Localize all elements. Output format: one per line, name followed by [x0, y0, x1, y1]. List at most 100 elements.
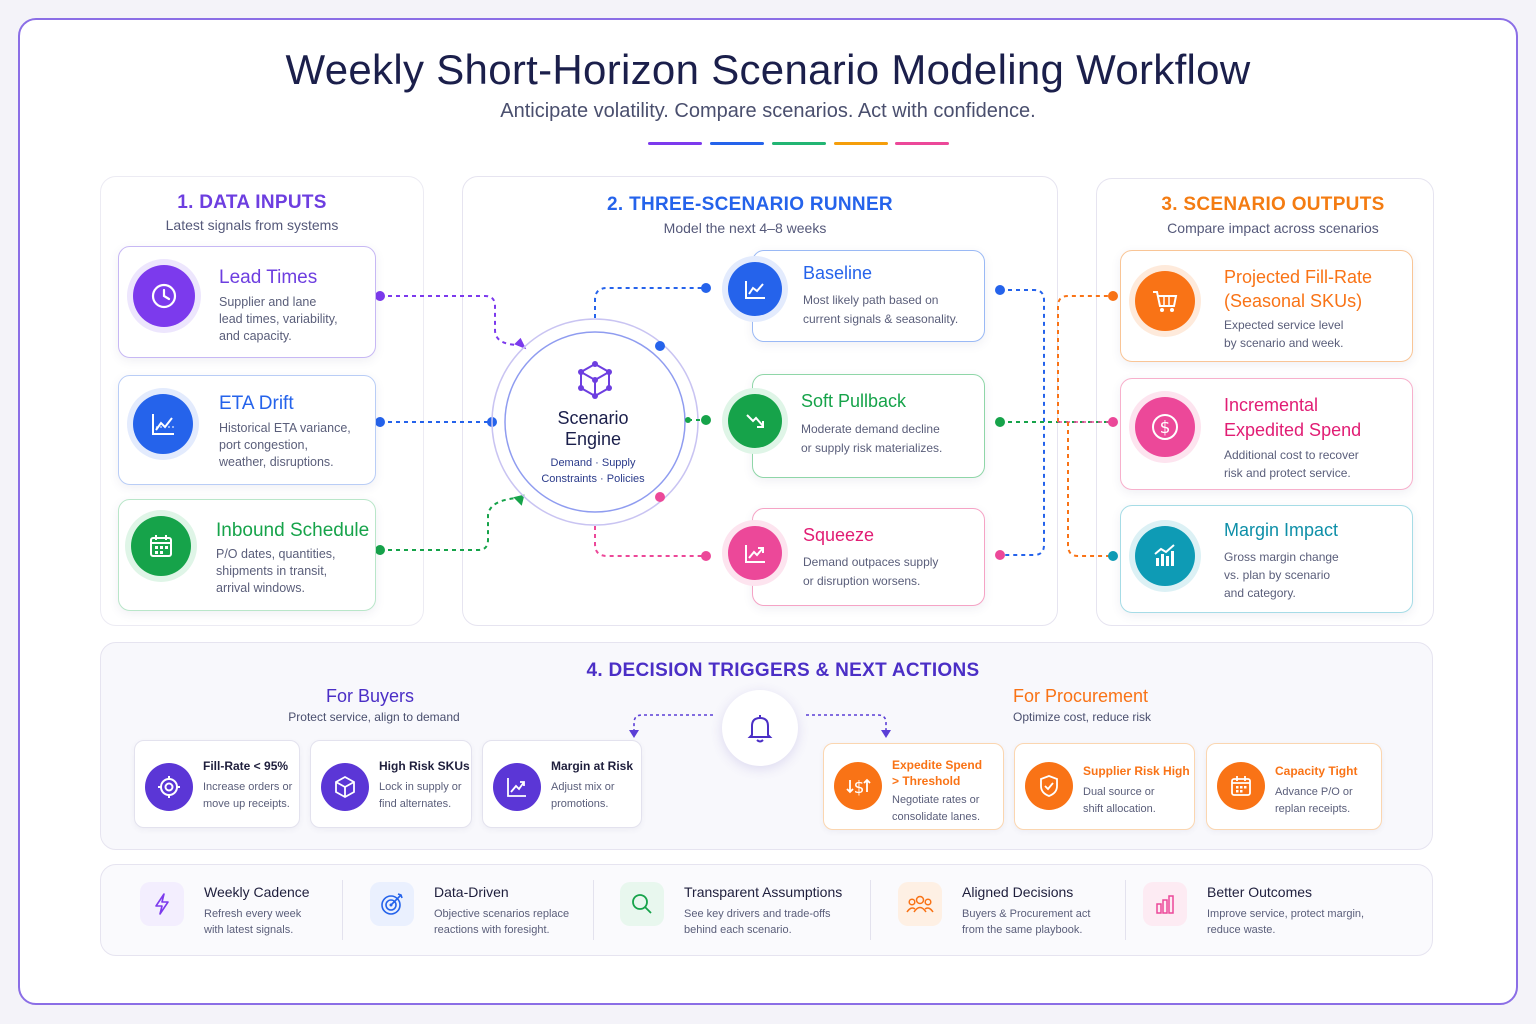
scenario-engine: Scenario Engine Demand · Supply Constrai… — [505, 356, 685, 496]
procurement-card-expedite[interactable]: $ Expedite Spend> Threshold Negotiate ra… — [823, 743, 1004, 830]
dollar-arrows-icon: $ — [834, 762, 882, 810]
buyers-title: For Buyers — [325, 686, 415, 706]
bell-icon[interactable] — [722, 690, 798, 766]
accent-dash-orange — [834, 142, 888, 145]
engine-sub-line2: Constraints · Policies — [541, 473, 645, 485]
footer-divider — [593, 880, 594, 940]
search-icon — [620, 882, 664, 926]
footer-title: Aligned Decisions — [962, 884, 1074, 900]
footer-item-aligned: Aligned Decisions Buyers & Procurement a… — [898, 880, 1128, 940]
page-subtitle: Anticipate volatility. Compare scenarios… — [500, 100, 1036, 122]
outputs-subtitle: Compare impact across scenarios — [1167, 220, 1379, 236]
clock-icon — [133, 265, 195, 327]
input-card-inbound-schedule[interactable]: Inbound Schedule P/O dates, quantities,s… — [118, 499, 376, 611]
cube-icon — [573, 358, 617, 402]
buyer-trigger-title: Margin at Risk — [551, 759, 634, 773]
input-card-eta-drift[interactable]: ETA Drift Historical ETA variance,port c… — [118, 375, 376, 485]
calendar-icon — [1217, 762, 1265, 810]
bar-chart-icon — [1135, 526, 1195, 586]
footer-title: Better Outcomes — [1207, 884, 1313, 900]
svg-text:$: $ — [1160, 418, 1171, 438]
runner-title: 2. THREE-SCENARIO RUNNER — [607, 194, 893, 215]
lightning-icon — [140, 882, 184, 926]
input-title: ETA Drift — [219, 393, 294, 414]
footer-divider — [342, 880, 343, 940]
buyer-trigger-title: High Risk SKUs — [379, 759, 470, 773]
line-chart-icon — [728, 262, 782, 316]
output-title: Projected Fill-Rate(Seasonal SKUs) — [1224, 267, 1373, 311]
footer-panel — [100, 864, 1433, 956]
scenario-title: Soft Pullback — [801, 391, 907, 411]
accent-dash-pink — [895, 142, 949, 145]
buyers-subtitle: Protect service, align to demand — [288, 710, 460, 724]
footer-divider — [1125, 880, 1126, 940]
footer-divider — [870, 880, 871, 940]
footer-title: Weekly Cadence — [204, 884, 310, 900]
output-title: Margin Impact — [1224, 520, 1339, 540]
trend-up-icon — [728, 526, 782, 580]
target-arrow-icon — [370, 882, 414, 926]
footer-item-better-outcomes: Better Outcomes Improve service, protect… — [1143, 880, 1393, 940]
accent-dash-green — [772, 142, 826, 145]
procurement-subtitle: Optimize cost, reduce risk — [1013, 710, 1152, 724]
buyer-trigger-title: Fill-Rate < 95% — [203, 759, 289, 773]
scenario-title: Baseline — [803, 263, 873, 283]
footer-title: Transparent Assumptions — [684, 884, 843, 900]
procurement-title: For Procurement — [1013, 686, 1149, 706]
runner-subtitle: Model the next 4–8 weeks — [663, 220, 827, 236]
procurement-trigger-title: Capacity Tight — [1275, 764, 1358, 778]
input-title: Inbound Schedule — [216, 520, 370, 541]
svg-text:$: $ — [854, 778, 865, 798]
trend-chart-icon — [133, 394, 193, 454]
engine-title-line1: Scenario — [557, 408, 629, 428]
calendar-icon — [131, 516, 191, 576]
cart-icon — [1135, 271, 1195, 331]
target-icon — [145, 763, 193, 811]
footer-desc: Improve service, protect margin,reduce w… — [1207, 908, 1365, 936]
input-desc: Historical ETA variance,port congestion,… — [219, 421, 351, 469]
box-icon — [321, 763, 369, 811]
procurement-trigger-title: Expedite Spend> Threshold — [892, 758, 983, 788]
outputs-title: 3. SCENARIO OUTPUTS — [1161, 194, 1385, 215]
page-title: Weekly Short-Horizon Scenario Modeling W… — [285, 46, 1251, 93]
bar-chart-icon — [1143, 882, 1187, 926]
trend-down-icon — [728, 394, 782, 448]
dollar-icon: $ — [1135, 397, 1195, 457]
people-icon — [898, 882, 942, 926]
inputs-title: 1. DATA INPUTS — [177, 192, 327, 213]
footer-item-transparent: Transparent Assumptions See key drivers … — [620, 880, 860, 940]
inputs-subtitle: Latest signals from systems — [165, 217, 339, 233]
accent-dash-purple — [648, 142, 702, 145]
output-card-fill-rate[interactable]: Projected Fill-Rate(Seasonal SKUs) Expec… — [1120, 250, 1413, 362]
engine-sub-line1: Demand · Supply — [550, 457, 636, 469]
engine-title-line2: Engine — [564, 429, 622, 449]
accent-dash-blue — [710, 142, 764, 145]
